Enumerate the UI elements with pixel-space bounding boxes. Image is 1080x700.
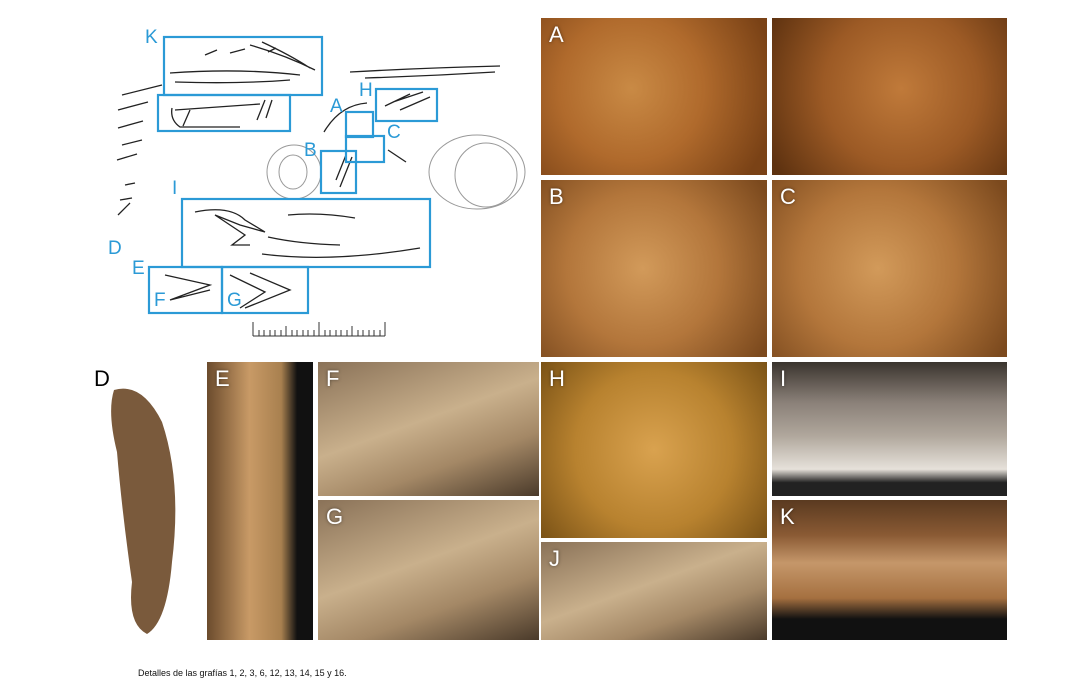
photo-label: G	[326, 504, 344, 529]
scale-bar	[252, 322, 386, 337]
label-i: I	[172, 178, 178, 199]
photo-label: H	[549, 366, 565, 391]
photo-a: A	[541, 18, 767, 175]
photo-d: D	[92, 362, 204, 640]
label-g: G	[227, 290, 242, 311]
photo-g: G	[318, 500, 539, 640]
engraving-drawing	[116, 35, 526, 337]
label-e: E	[132, 258, 145, 279]
photo-label: F	[326, 366, 340, 391]
photo-b: B	[541, 180, 767, 357]
label-h: H	[359, 80, 373, 101]
photo-label: K	[780, 504, 795, 529]
photo-label: A	[549, 22, 564, 47]
photo-label: B	[549, 184, 564, 209]
label-b: B	[304, 140, 317, 161]
photo-c: C	[772, 180, 1007, 357]
photo-i: I	[772, 362, 1007, 496]
photo-label: I	[780, 366, 787, 391]
photo-label: D	[94, 366, 110, 391]
photo-k: K	[772, 500, 1007, 640]
photo-f: F	[318, 362, 539, 496]
photo-e: E	[207, 362, 313, 640]
label-d: D	[108, 238, 122, 259]
label-a: A	[330, 96, 343, 117]
label-k: K	[145, 27, 158, 48]
label-c: C	[387, 122, 401, 143]
photo-label: J	[549, 546, 560, 571]
label-f: F	[154, 290, 166, 311]
photo-label: E	[215, 366, 230, 391]
photo-label: C	[780, 184, 796, 209]
photo-h: H	[541, 362, 767, 538]
figure-caption: Detalles de las grafías 1, 2, 3, 6, 12, …	[138, 668, 347, 678]
photo-a-detail	[772, 18, 1007, 175]
photo-j: J	[541, 542, 767, 640]
